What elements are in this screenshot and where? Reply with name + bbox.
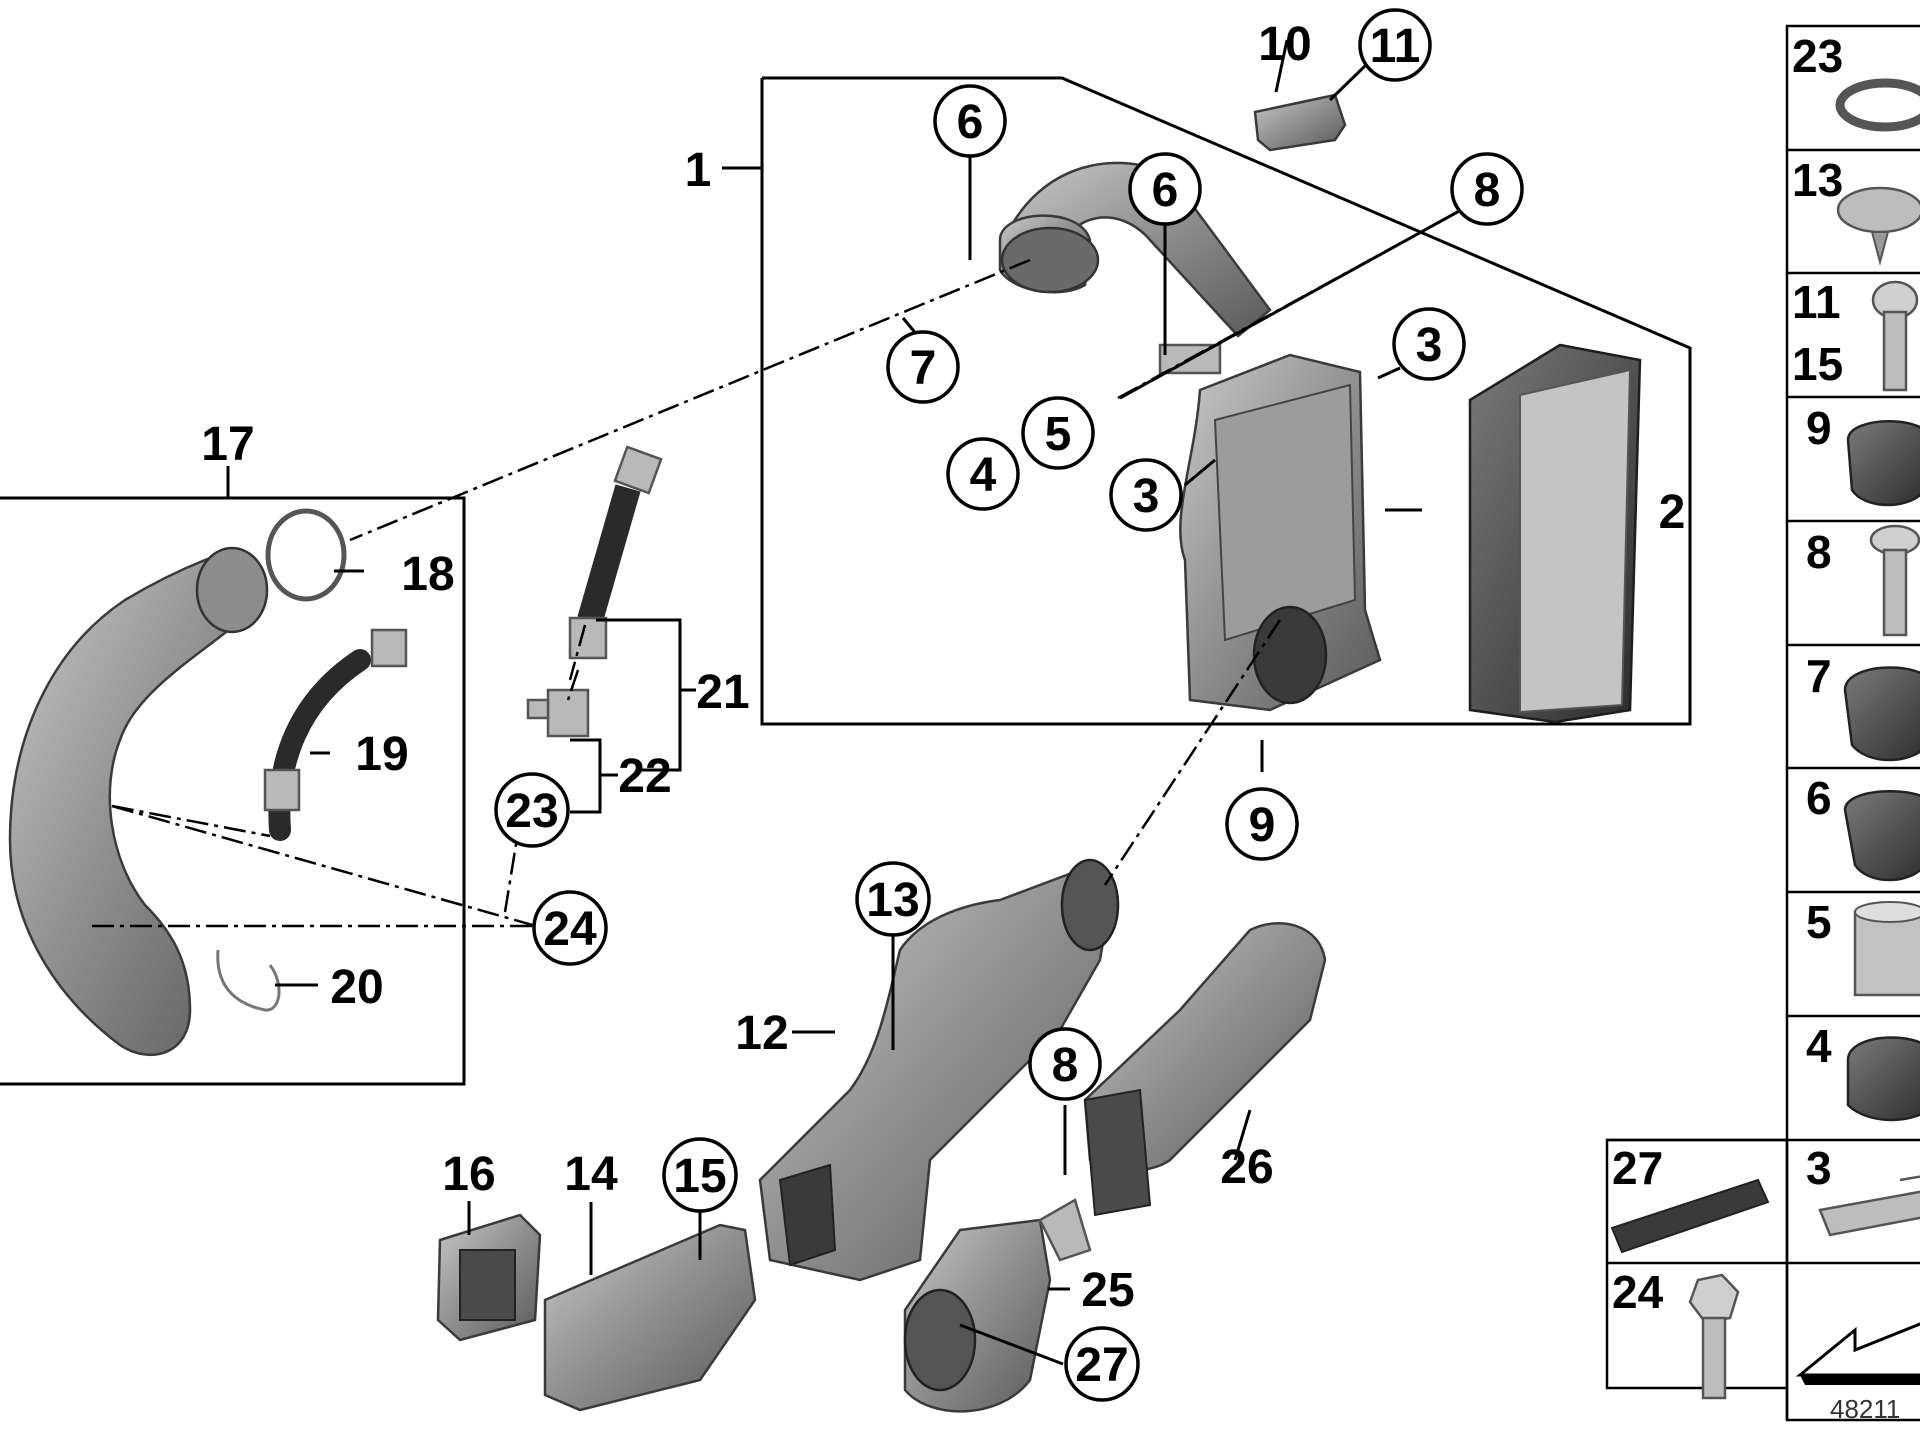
callout-22: 22 — [618, 750, 671, 803]
grommet-4-icon — [1846, 1036, 1920, 1122]
assembly-line-housing — [1103, 619, 1282, 886]
callout-5: 5 — [1021, 396, 1095, 470]
callout-12: 12 — [735, 1007, 788, 1060]
svg-text:8: 8 — [1474, 164, 1501, 217]
svg-text:8: 8 — [1052, 1039, 1079, 1092]
diagram-reference-number: 48211 — [1830, 1394, 1900, 1424]
callout-26: 26 — [1220, 1141, 1273, 1194]
legend-label-8: 8 — [1806, 526, 1832, 578]
svg-text:3: 3 — [1416, 319, 1443, 372]
callout-13: 13 — [855, 861, 931, 937]
svg-text:23: 23 — [505, 785, 558, 838]
legend-label-6: 6 — [1806, 772, 1832, 824]
assembly-line-duct — [349, 258, 1031, 542]
legend-label-7: 7 — [1806, 650, 1832, 702]
svg-text:4: 4 — [970, 449, 997, 502]
grommet-9-icon — [1846, 420, 1920, 507]
callout-17: 17 — [201, 418, 254, 471]
o-ring-icon — [1835, 78, 1920, 132]
callout-16: 16 — [442, 1148, 495, 1201]
legend-label-11: 11 — [1792, 276, 1841, 328]
vent-hose-part — [263, 628, 408, 841]
callout-11: 11 — [1358, 8, 1432, 82]
legend-label-9: 9 — [1806, 402, 1832, 454]
callout-8-lower: 8 — [1028, 1027, 1102, 1101]
assembly-line-24-c — [503, 831, 520, 913]
callout-24: 24 — [532, 890, 608, 966]
legend-label-3: 3 — [1806, 1142, 1832, 1194]
legend-label-24: 24 — [1612, 1266, 1664, 1318]
callout-4: 4 — [946, 437, 1020, 511]
assembly-line-24-a — [111, 804, 537, 928]
callout-6-upper: 6 — [933, 84, 1007, 158]
hose-clamp-part — [265, 508, 347, 602]
legend-label-13: 13 — [1792, 154, 1843, 206]
leader-lines — [226, 39, 1473, 1366]
callout-27: 27 — [1064, 1326, 1140, 1402]
parts-legend — [1605, 24, 1920, 1422]
pad-27-icon — [1610, 1178, 1770, 1254]
grommet-7-icon — [1843, 666, 1920, 762]
callout-9: 9 — [1225, 787, 1299, 861]
svg-text:6: 6 — [957, 96, 984, 149]
connector-part-16 — [436, 1213, 542, 1342]
legend-label-27: 27 — [1612, 1142, 1663, 1194]
bolt-8-icon — [1869, 524, 1920, 637]
intake-duct-12-part — [758, 858, 1120, 1282]
svg-text:5: 5 — [1045, 408, 1072, 461]
callout-21: 21 — [696, 666, 749, 719]
duct-part-25 — [903, 1198, 1092, 1413]
callout-3-lower: 3 — [1109, 458, 1183, 532]
callout-15: 15 — [662, 1137, 738, 1213]
callout-1: 1 — [685, 144, 712, 197]
callout-7: 7 — [886, 330, 960, 404]
hose-assembly-part — [526, 445, 663, 738]
svg-text:3: 3 — [1133, 470, 1160, 523]
callout-23: 23 — [494, 772, 570, 848]
legend-label-23: 23 — [1792, 30, 1843, 82]
air-filter-element-part — [1468, 343, 1642, 724]
callout-2: 2 — [1659, 486, 1686, 539]
callout-20: 20 — [330, 961, 383, 1014]
callout-25: 25 — [1081, 1264, 1134, 1317]
callout-14: 14 — [564, 1148, 618, 1201]
bolt-24-icon — [1688, 1273, 1740, 1400]
callout-3-upper: 3 — [1392, 307, 1466, 381]
air-filter-housing-part — [1179, 353, 1382, 712]
svg-text:6: 6 — [1152, 164, 1179, 217]
svg-text:7: 7 — [910, 342, 937, 395]
legend-label-15: 15 — [1792, 338, 1843, 390]
bracket-3-icon — [1818, 1175, 1920, 1237]
assembly-line-19 — [111, 804, 271, 838]
clip-nut-icon — [1836, 186, 1920, 266]
wire-part-20 — [216, 949, 281, 1012]
screw-icon — [1871, 280, 1919, 392]
svg-text:11: 11 — [1370, 20, 1421, 73]
callout-18: 18 — [401, 548, 454, 601]
assembly-line-hose-22 — [568, 624, 587, 681]
svg-text:24: 24 — [543, 903, 597, 956]
assembly-line-hose-21 — [566, 669, 580, 701]
sensor-part-10 — [1253, 93, 1347, 152]
svg-text:13: 13 — [866, 874, 919, 927]
intake-duct-26-part — [1083, 922, 1327, 1217]
svg-text:9: 9 — [1249, 799, 1276, 852]
grommet-6-icon — [1843, 790, 1920, 882]
callout-6-lower: 6 — [1128, 152, 1202, 226]
svg-text:27: 27 — [1075, 1339, 1128, 1392]
group-frame-1 — [760, 76, 1692, 726]
callout-19: 19 — [355, 728, 408, 781]
svg-text:15: 15 — [673, 1150, 726, 1203]
legend-label-5: 5 — [1806, 896, 1832, 948]
cover-part-14 — [543, 1223, 757, 1412]
legend-label-4: 4 — [1806, 1020, 1832, 1072]
sleeve-5-icon — [1853, 901, 1920, 997]
callout-8-upper: 8 — [1450, 152, 1524, 226]
direction-arrow-icon — [1795, 1322, 1920, 1385]
group-frame-17 — [0, 496, 466, 1086]
intake-pipe-part — [8, 546, 269, 1057]
callout-10: 10 — [1258, 18, 1311, 71]
